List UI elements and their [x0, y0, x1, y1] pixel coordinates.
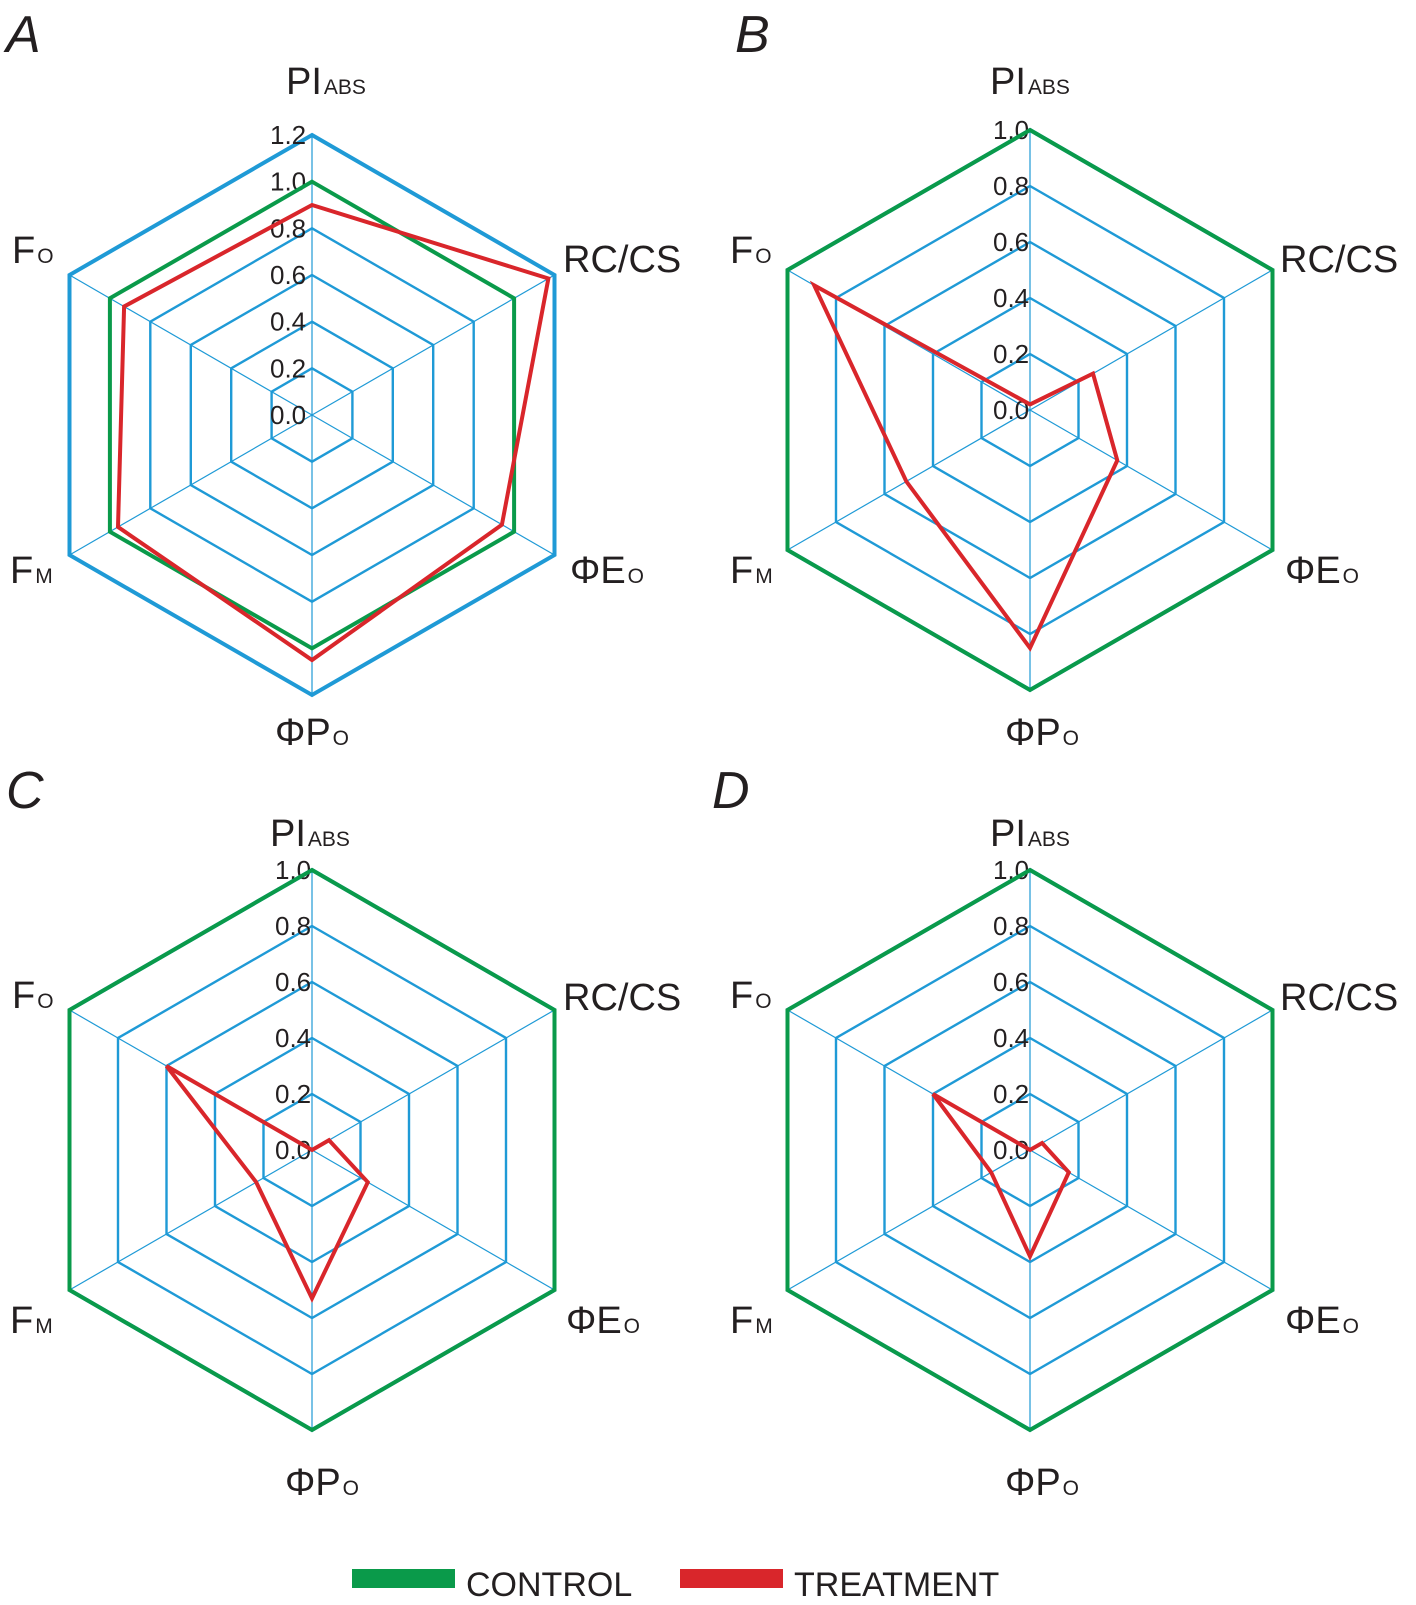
series-control [785, 867, 1275, 1433]
tick-label: 0.2 [270, 353, 306, 383]
tick-label: 0.6 [275, 967, 311, 997]
spoke-line [787, 1149, 1031, 1291]
tick-label: 0.6 [993, 967, 1029, 997]
axis-label: ΦEO [1285, 550, 1359, 592]
panel-letter: C [6, 762, 44, 820]
series-treatment [164, 1064, 371, 1304]
series-control [785, 127, 1275, 693]
radar-panel-a: A0.00.20.40.60.81.01.2PIABSRC/CSΦEOΦPOFM… [3, 6, 681, 754]
legend-swatch-treatment [680, 1569, 783, 1588]
spoke-line [1029, 1009, 1273, 1151]
axis-label: FO [730, 230, 772, 272]
spoke-line [1029, 269, 1273, 411]
axis-label: FM [10, 550, 53, 592]
axis-label: FM [730, 550, 773, 592]
series-control [67, 867, 557, 1433]
axis-label: RC/CS [1280, 977, 1398, 1019]
axis-label: ΦPO [275, 712, 349, 754]
series-treatment [809, 280, 1120, 652]
spoke-line [787, 409, 1031, 551]
tick-label: 0.2 [993, 1079, 1029, 1109]
series-treatment [115, 202, 551, 663]
tick-label: 0.4 [993, 1023, 1029, 1053]
axis-label: ΦPO [285, 1462, 359, 1504]
legend-label-control: CONTROL [466, 1566, 632, 1604]
spoke-line [69, 1149, 313, 1291]
axis-label: ΦPO [1005, 1462, 1079, 1504]
tick-label: 1.2 [270, 120, 306, 150]
tick-label: 1.0 [270, 167, 306, 197]
axis-label: FO [730, 975, 772, 1017]
spoke-line [1029, 409, 1273, 551]
tick-label: 0.6 [993, 227, 1029, 257]
series-control [107, 179, 517, 651]
axis-label: RC/CS [1280, 239, 1398, 281]
axis-label: FO [12, 230, 54, 272]
axis-label: ΦPO [1005, 712, 1079, 754]
axis-label: PIABS [990, 61, 1070, 103]
axis-label: PIABS [990, 813, 1070, 855]
axis-label: PIABS [270, 813, 350, 855]
axis-label: ΦEO [570, 550, 644, 592]
tick-label: 0.0 [270, 400, 306, 430]
legend-label-treatment: TREATMENT [794, 1566, 999, 1604]
spoke-line [311, 1009, 555, 1151]
series-treatment [931, 1092, 1072, 1262]
axis-label: ΦEO [1285, 1300, 1359, 1342]
tick-label: 0.4 [275, 1023, 311, 1053]
panel-letter: D [712, 762, 750, 820]
axis-label: FO [12, 975, 54, 1017]
tick-label: 0.4 [270, 307, 306, 337]
tick-label: 0.8 [275, 911, 311, 941]
tick-label: 0.8 [993, 171, 1029, 201]
axis-label: PIABS [286, 61, 366, 103]
tick-label: 0.8 [993, 911, 1029, 941]
panel-letter: A [3, 6, 41, 64]
axis-label: FM [730, 1300, 773, 1342]
axis-label: ΦEO [566, 1300, 640, 1342]
panel-letter: B [735, 6, 770, 64]
legend: CONTROL TREATMENT [352, 1566, 999, 1604]
axis-label: FM [10, 1300, 53, 1342]
spoke-line [311, 1149, 555, 1291]
legend-swatch-control [352, 1569, 455, 1588]
axis-label: RC/CS [563, 239, 681, 281]
tick-label: 0.4 [993, 283, 1029, 313]
tick-label: 0.6 [270, 260, 306, 290]
axis-label: RC/CS [563, 977, 681, 1019]
tick-label: 0.2 [993, 339, 1029, 369]
tick-label: 0.2 [275, 1079, 311, 1109]
